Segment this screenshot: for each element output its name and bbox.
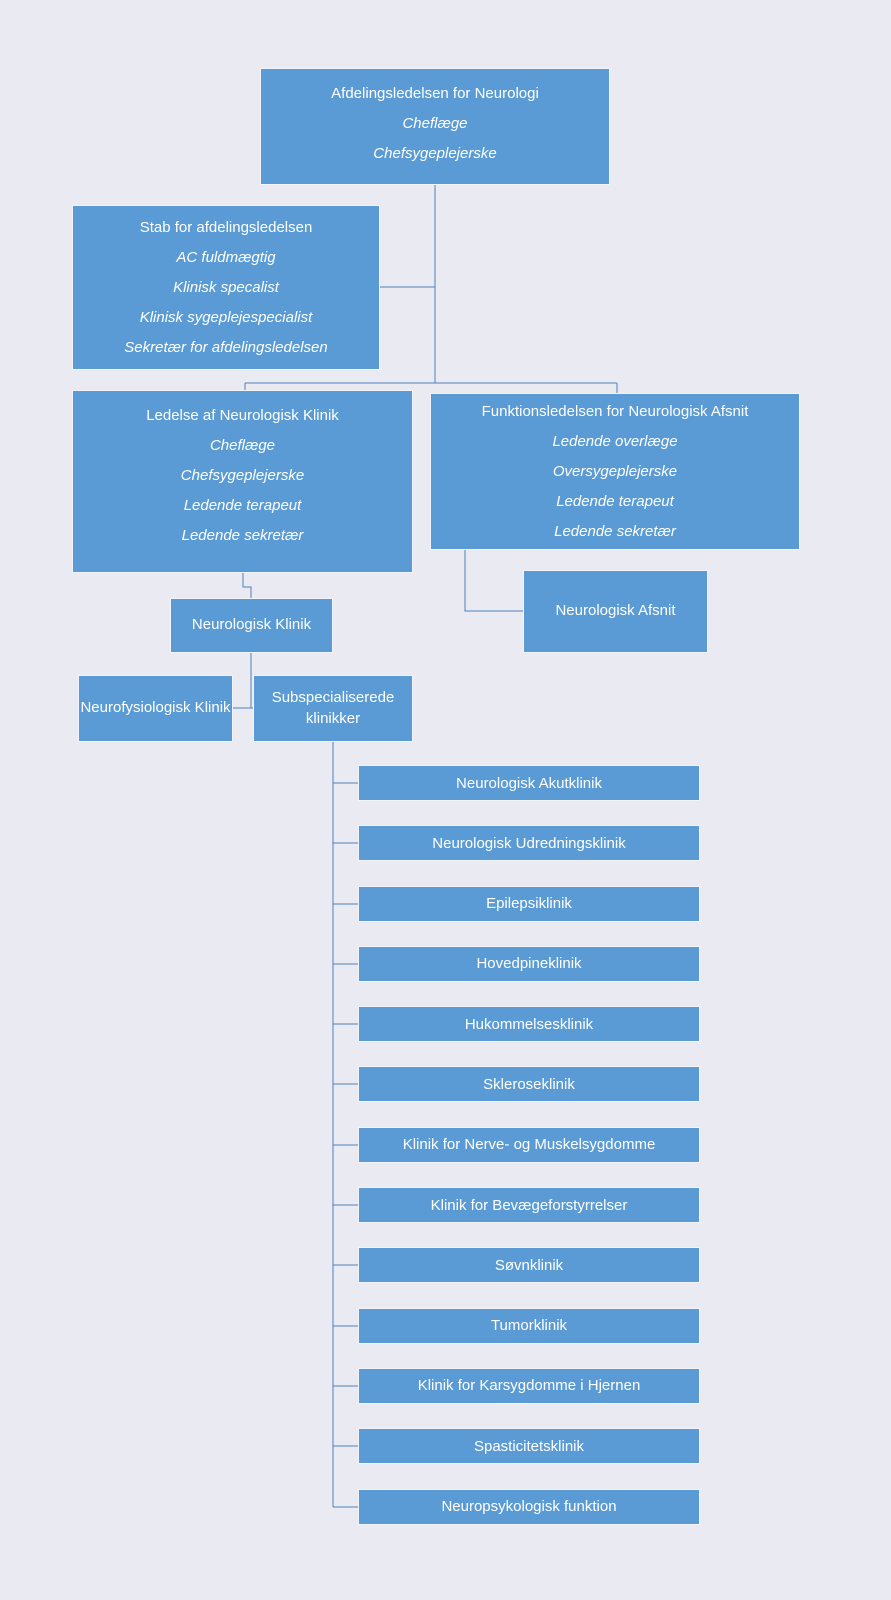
role: Oversygeplejerske (552, 463, 678, 480)
box-title: Funktionsledelsen for Neurologisk Afsnit (481, 403, 749, 420)
box-title: Neurologisk Afsnit (555, 602, 676, 620)
clinic-box: Hukommelsesklinik (358, 1006, 700, 1043)
clinic-box: Epilepsiklinik (358, 885, 700, 922)
clinic-box: Skleroseklinik (358, 1066, 700, 1103)
org-box-neurologisk-klinik: Neurologisk Klinik (170, 598, 333, 653)
org-box-afdelingsledelsen: Afdelingsledelsen for Neurologi Cheflæge… (260, 68, 610, 185)
role: Chefsygeplejerske (373, 145, 497, 162)
box-title: Subspecialiserede klinikker (271, 689, 395, 727)
clinic-box: Neuropsykologisk funktion (358, 1488, 700, 1525)
clinic-box: Klinik for Bevægeforstyrrelser (358, 1187, 700, 1224)
clinic-box: Tumorklinik (358, 1307, 700, 1344)
role: Klinisk sygeplejespecialist (139, 309, 313, 326)
box-title: Neurofysiologisk Klinik (80, 699, 231, 717)
org-box-stab: Stab for afdelingsledelsen AC fuldmægtig… (72, 205, 380, 370)
box-title: Ledelse af Neurologisk Klinik (146, 407, 339, 424)
role: Klinisk specalist (173, 279, 279, 296)
clinic-box: Klinik for Karsygdomme i Hjernen (358, 1367, 700, 1404)
role: Sekretær for afdelingsledelsen (124, 339, 328, 356)
box-title: Neurologisk Klinik (191, 616, 312, 634)
org-box-subspecialiserede-klinikker: Subspecialiserede klinikker (253, 675, 413, 742)
role: Cheflæge (209, 437, 276, 454)
clinic-box: Søvnklinik (358, 1247, 700, 1284)
role: Ledende sekretær (554, 523, 676, 540)
role: Ledende overlæge (552, 433, 678, 450)
role: Ledende terapeut (183, 497, 302, 514)
clinic-box: Spasticitetsklinik (358, 1428, 700, 1465)
org-box-neurofysiologisk-klinik: Neurofysiologisk Klinik (78, 675, 233, 742)
role: Ledende terapeut (556, 493, 674, 510)
org-box-ledelse-neurologisk-klinik: Ledelse af Neurologisk Klinik Cheflæge C… (72, 390, 413, 573)
role: Ledende sekretær (181, 527, 304, 544)
clinic-box: Neurologisk Udredningsklinik (358, 825, 700, 862)
box-title: Stab for afdelingsledelsen (139, 219, 313, 236)
role: Cheflæge (402, 115, 468, 132)
org-box-funktionsledelsen-afsnit: Funktionsledelsen for Neurologisk Afsnit… (430, 393, 800, 550)
clinic-box: Klinik for Nerve- og Muskelsygdomme (358, 1126, 700, 1163)
org-box-neurologisk-afsnit: Neurologisk Afsnit (523, 570, 708, 653)
clinic-box: Hovedpineklinik (358, 945, 700, 982)
role: Chefsygeplejerske (180, 467, 305, 484)
clinic-list: Neurologisk Akutklinik Neurologisk Udred… (358, 765, 700, 1549)
box-title: Afdelingsledelsen for Neurologi (331, 85, 539, 102)
clinic-box: Neurologisk Akutklinik (358, 765, 700, 801)
role: AC fuldmægtig (176, 249, 276, 266)
